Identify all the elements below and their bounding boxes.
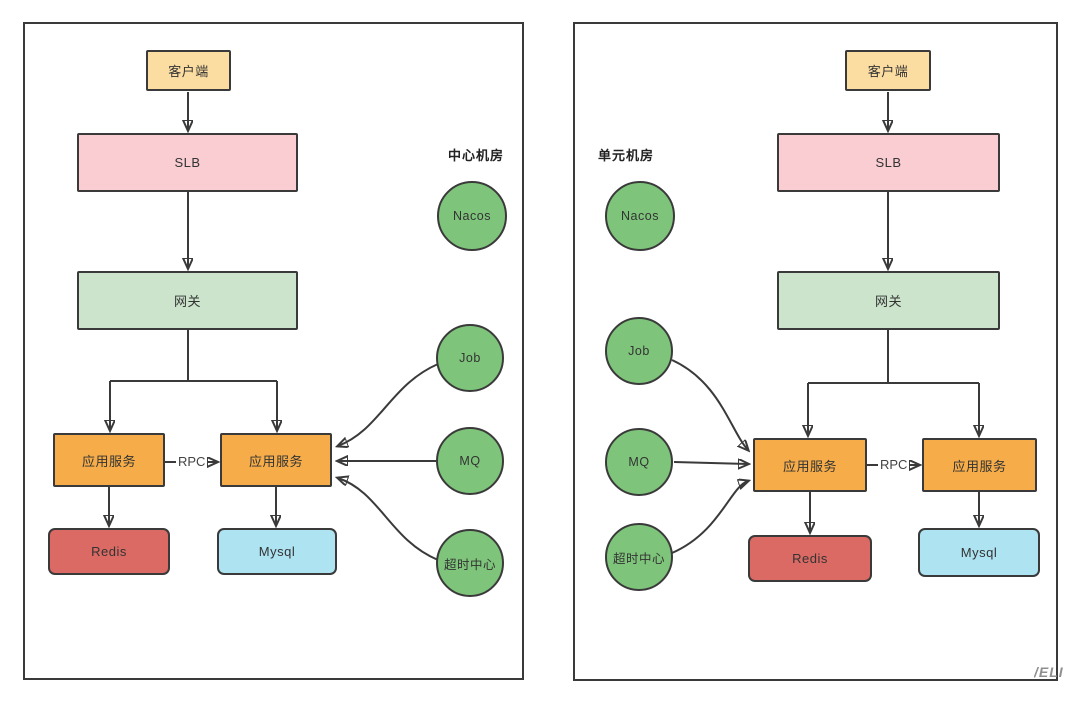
- node-mq-unit: MQ: [605, 428, 673, 496]
- node-nacos-unit: Nacos: [605, 181, 675, 251]
- node-client-center: 客户端: [146, 50, 231, 91]
- node-redis-center: Redis: [48, 528, 170, 575]
- node-gateway-center: 网关: [77, 271, 298, 330]
- rpc-edge-label-center: RPC: [176, 454, 208, 470]
- node-mq-center: MQ: [436, 427, 504, 495]
- node-gateway-unit: 网关: [777, 271, 1000, 330]
- watermark: /ELI: [1034, 664, 1064, 680]
- node-redis-unit: Redis: [748, 535, 872, 582]
- node-nacos-center: Nacos: [437, 181, 507, 251]
- node-timeout-center-center: 超时中心: [436, 529, 504, 597]
- region-label-center-room: 中心机房: [448, 148, 505, 163]
- rpc-edge-label-unit: RPC: [878, 457, 910, 473]
- node-client-unit: 客户端: [845, 50, 931, 91]
- node-mysql-unit: Mysql: [918, 528, 1040, 577]
- panel-unit-room: [573, 22, 1058, 681]
- node-app-service-left-unit: 应用服务: [753, 438, 867, 492]
- region-label-unit-room: 单元机房: [598, 148, 655, 163]
- node-app-service-right-unit: 应用服务: [922, 438, 1037, 492]
- node-mysql-center: Mysql: [217, 528, 337, 575]
- node-timeout-center-unit: 超时中心: [605, 523, 673, 591]
- node-job-center: Job: [436, 324, 504, 392]
- panel-center-room: [23, 22, 524, 680]
- node-app-service-left-center: 应用服务: [53, 433, 165, 487]
- node-app-service-right-center: 应用服务: [220, 433, 332, 487]
- node-slb-center: SLB: [77, 133, 298, 192]
- node-slb-unit: SLB: [777, 133, 1000, 192]
- node-job-unit: Job: [605, 317, 673, 385]
